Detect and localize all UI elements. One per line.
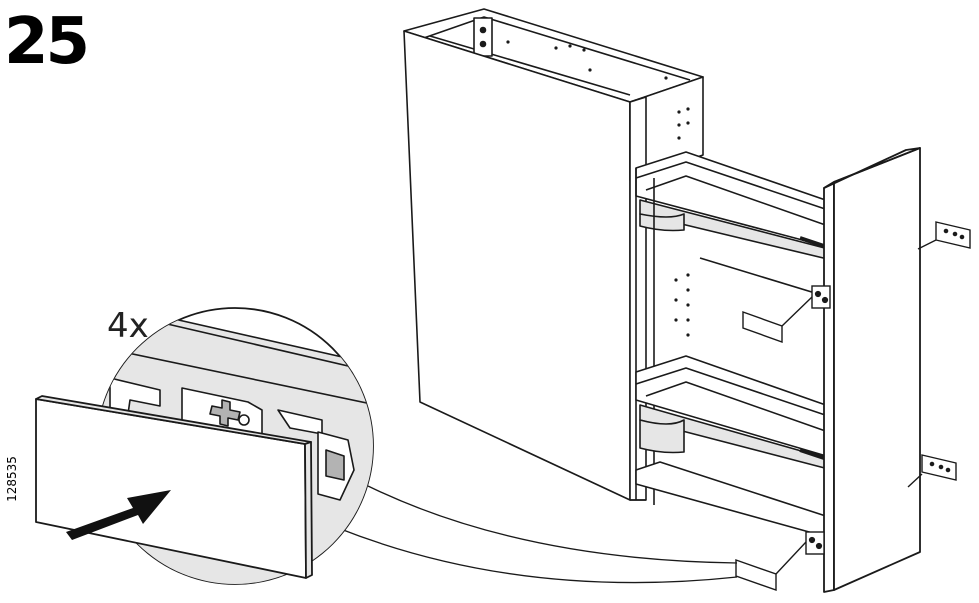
hinge-plate-icon	[811, 285, 831, 309]
small-block-lower	[735, 559, 777, 591]
pull-out-frame	[635, 151, 841, 541]
cabinet-side-panel	[403, 30, 631, 501]
cabinet-top-edge	[429, 35, 631, 96]
cabinet	[403, 8, 704, 501]
detail-view	[35, 307, 374, 585]
front-panel-edge	[823, 181, 835, 593]
cabinet-top-rail	[417, 16, 691, 81]
quantity-label: 4x	[107, 306, 149, 346]
front-panel-face	[833, 147, 921, 591]
front-panel-top	[823, 147, 921, 189]
hinge-plate-icon	[805, 531, 825, 555]
small-block-upper	[742, 311, 783, 343]
article-number: 128535	[5, 456, 19, 502]
bracket-hole	[479, 26, 487, 34]
push-arrow-icon	[66, 490, 171, 540]
attached-parts	[735, 296, 813, 591]
hinge-brackets	[805, 285, 831, 555]
upright-holes	[506, 40, 690, 337]
step-number: 25	[4, 5, 90, 79]
cabinet-back-bracket	[473, 17, 493, 57]
mounting-plates	[907, 221, 971, 488]
bracket-hole	[479, 40, 487, 48]
detail-leader-lines	[337, 485, 738, 584]
frame-bottom-rail	[635, 461, 839, 541]
front-panel	[823, 147, 921, 593]
